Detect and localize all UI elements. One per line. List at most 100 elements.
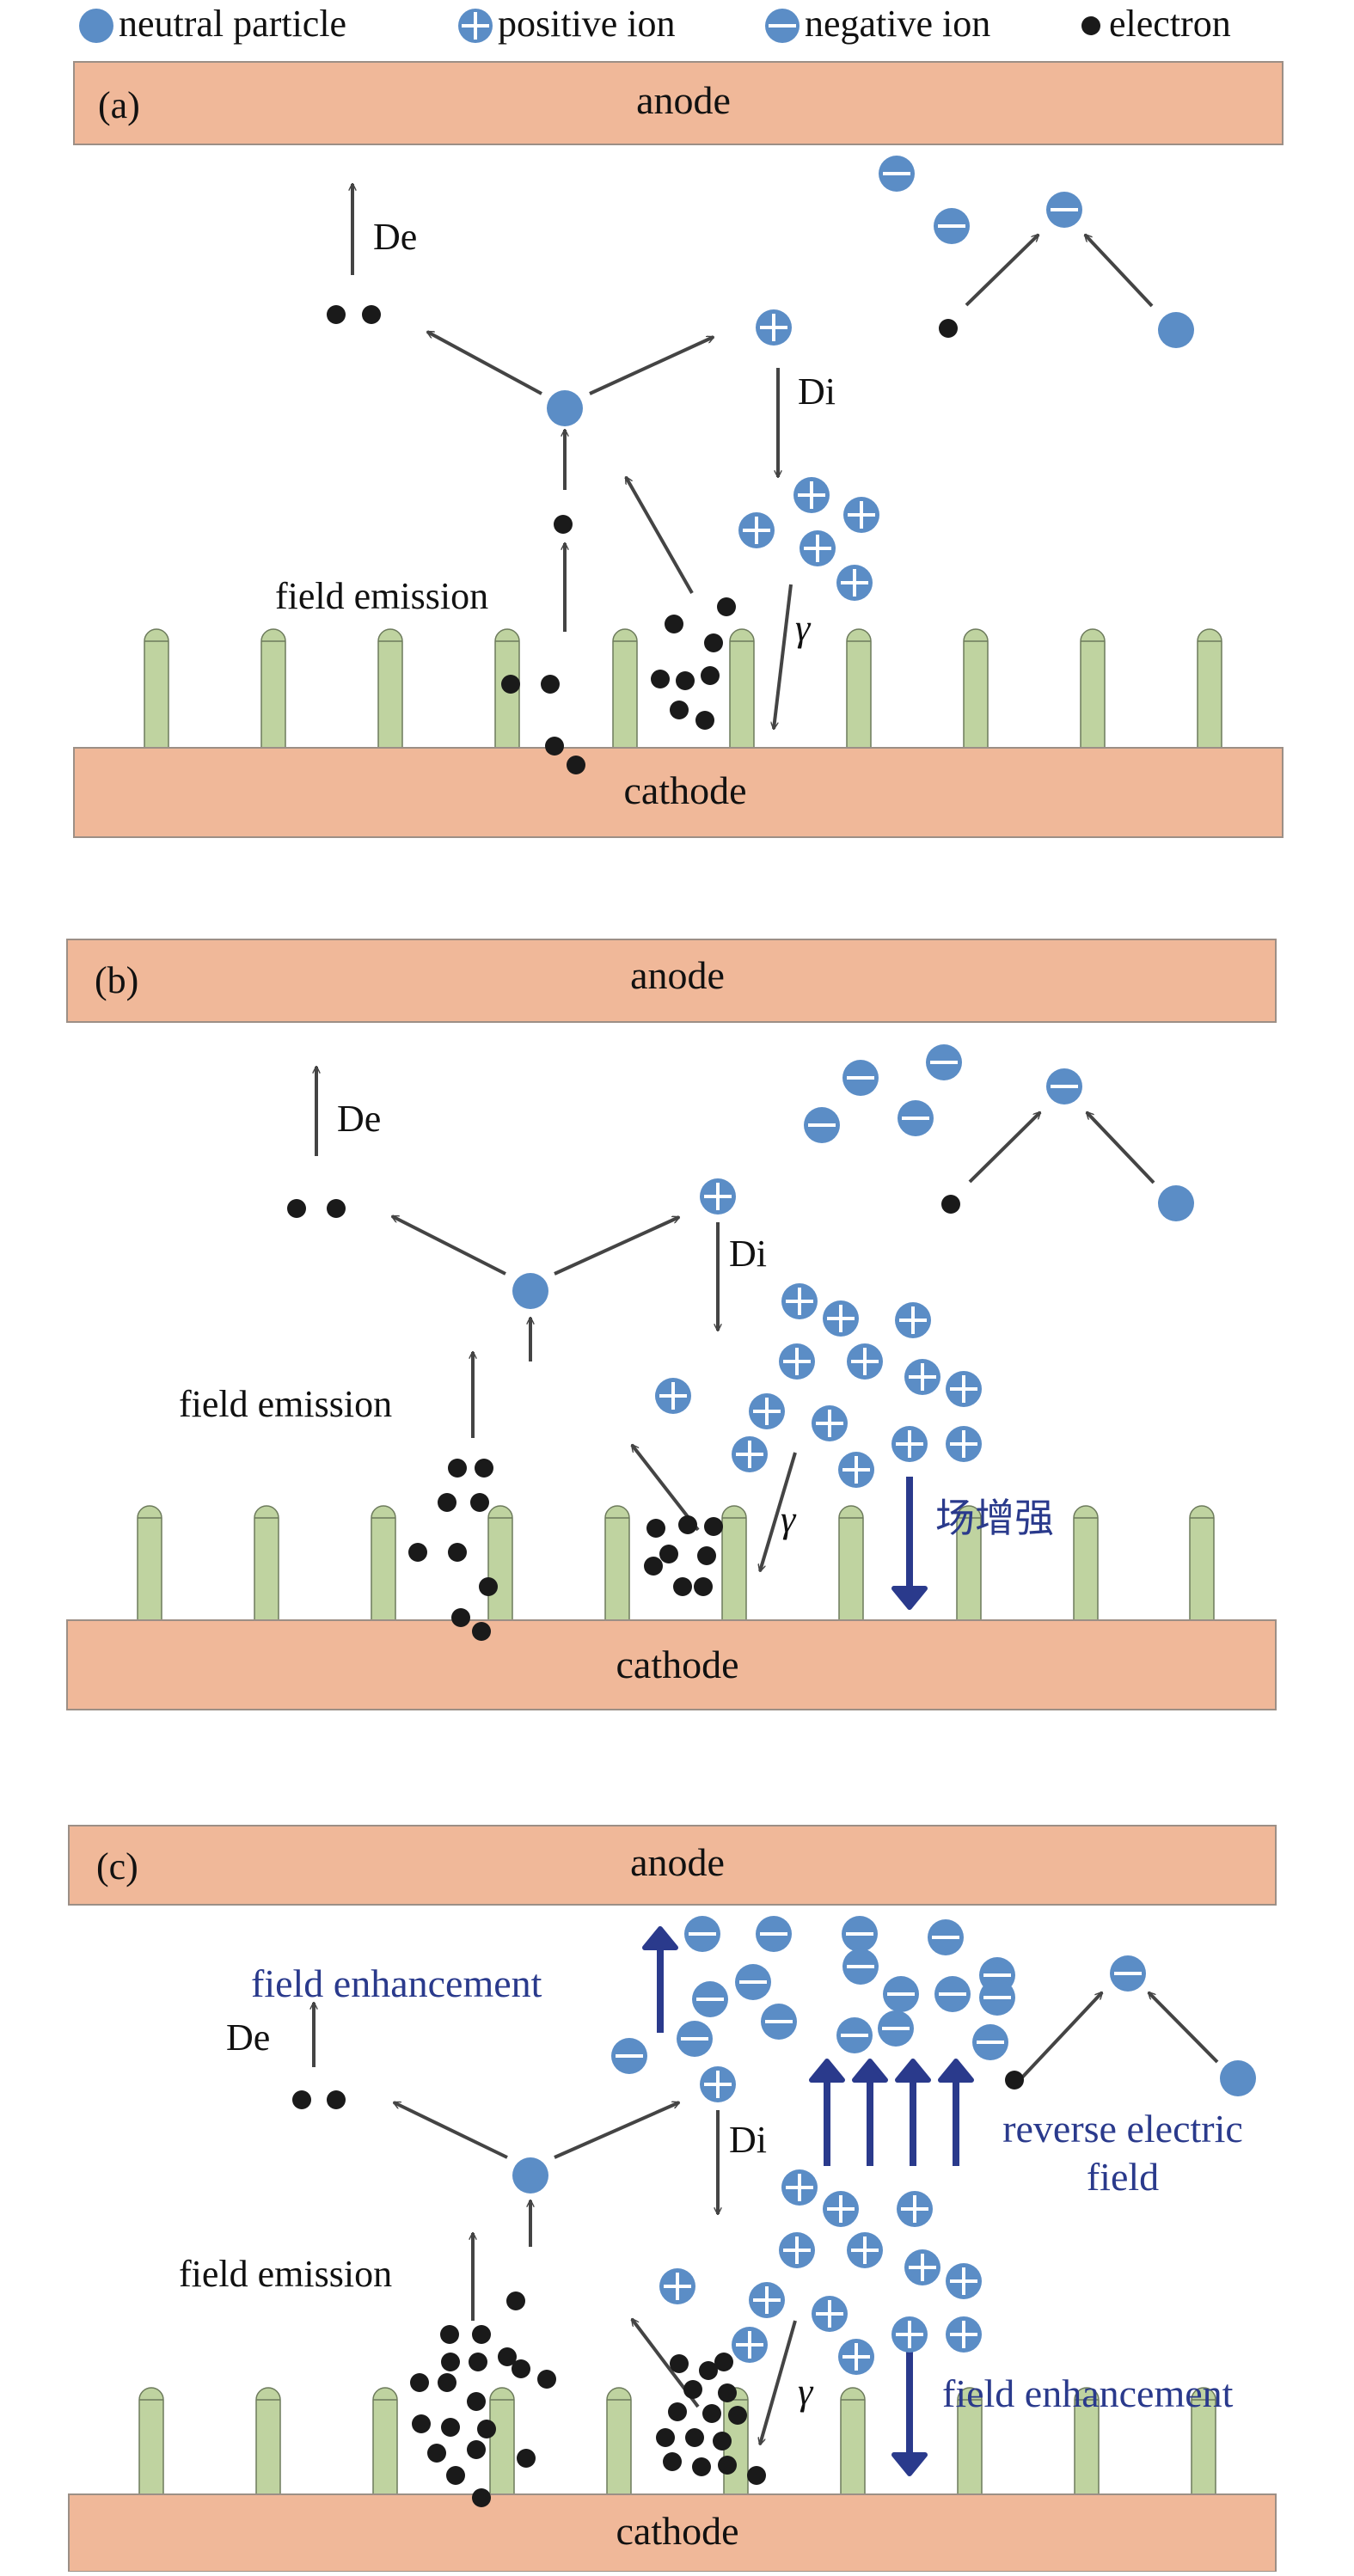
electron bbox=[697, 1546, 716, 1565]
positive-ion bbox=[895, 1302, 931, 1338]
electron bbox=[362, 305, 381, 324]
negative-ion bbox=[842, 1060, 879, 1096]
negative-ion bbox=[804, 1107, 840, 1143]
negative-ion bbox=[756, 1916, 792, 1952]
anode-electrode bbox=[68, 1825, 1277, 1906]
electron bbox=[501, 675, 520, 694]
negative-ion bbox=[1110, 1955, 1146, 1992]
electron bbox=[1005, 2071, 1024, 2090]
electron bbox=[412, 2414, 431, 2433]
electron bbox=[651, 670, 670, 688]
negative-ion bbox=[761, 2004, 797, 2040]
electron bbox=[498, 2347, 517, 2366]
cathode-electrode bbox=[73, 747, 1284, 838]
electron bbox=[685, 2428, 704, 2447]
emitter-tip bbox=[255, 2387, 281, 2495]
electron bbox=[663, 2452, 682, 2471]
negative-ion bbox=[934, 208, 970, 244]
neutral-to-right-arrow bbox=[554, 2101, 679, 2159]
electron bbox=[656, 2428, 675, 2447]
positive-ion bbox=[847, 2232, 883, 2268]
negative-ion bbox=[898, 1100, 934, 1136]
emitter-tip bbox=[721, 1505, 747, 1621]
emitter-tip bbox=[260, 628, 286, 749]
electron bbox=[541, 675, 560, 694]
electron bbox=[665, 615, 683, 633]
emitter-tip bbox=[137, 1505, 162, 1621]
electron-to-negative-arrow bbox=[968, 1112, 1040, 1184]
electron bbox=[472, 1622, 491, 1641]
negative-ion bbox=[878, 2010, 914, 2047]
anode-label: anode bbox=[630, 953, 725, 997]
positive-ion bbox=[904, 2249, 940, 2285]
positive-ion bbox=[946, 2263, 982, 2299]
electron bbox=[451, 1608, 470, 1627]
emitter-tip bbox=[846, 628, 872, 749]
field-enhancement-label: 场增强 bbox=[935, 1496, 1054, 1540]
emitter-tip bbox=[606, 2387, 632, 2495]
legend-positive-label: positive ion bbox=[498, 3, 676, 45]
positive-ion bbox=[843, 497, 879, 533]
emitter-tip bbox=[489, 2387, 515, 2495]
emitter-tip bbox=[144, 628, 169, 749]
gamma-label: γ bbox=[781, 1498, 797, 1540]
electron bbox=[438, 2373, 456, 2392]
electron bbox=[448, 1543, 467, 1562]
cathode-label: cathode bbox=[623, 768, 746, 812]
positive-ion bbox=[946, 1371, 982, 1407]
emitter-tip bbox=[963, 628, 989, 749]
emitter-tip bbox=[840, 2387, 866, 2495]
negative-ion bbox=[735, 1964, 771, 2000]
neutral-to-negative-arrow bbox=[1085, 235, 1154, 308]
positive-ion bbox=[812, 2296, 848, 2332]
negative-ion bbox=[1046, 192, 1082, 228]
emitter-tip bbox=[1080, 628, 1106, 749]
electron bbox=[728, 2406, 747, 2425]
electron bbox=[714, 2353, 733, 2371]
positive-ion bbox=[838, 1452, 874, 1488]
positive-ion bbox=[749, 1393, 785, 1429]
field-emission-label: field emission bbox=[179, 1383, 392, 1425]
negative-ion bbox=[934, 1976, 971, 2012]
electron bbox=[699, 2361, 718, 2380]
electron bbox=[702, 2404, 721, 2423]
field-enhancement-top-label: field enhancement bbox=[251, 1961, 542, 2005]
electron bbox=[646, 1519, 665, 1538]
positive-ion bbox=[836, 565, 873, 601]
emitter-tip bbox=[729, 628, 755, 749]
negative-ion bbox=[692, 1981, 728, 2017]
positive-ion bbox=[700, 1178, 736, 1215]
emitter-tip bbox=[372, 2387, 398, 2495]
panel-c: (c) anode cathode bbox=[68, 1825, 1277, 2573]
neutral-particle bbox=[1158, 312, 1194, 348]
panel-b: (b) anode cathode 场增强 De Di γ field emis… bbox=[66, 939, 1277, 1710]
cathode-label: cathode bbox=[616, 1643, 738, 1686]
negative-ion bbox=[883, 1976, 919, 2012]
panel-label: (c) bbox=[96, 1845, 138, 1888]
negative-ion bbox=[842, 1916, 878, 1952]
electron bbox=[718, 2456, 737, 2475]
emitter-tip bbox=[1073, 1505, 1099, 1621]
electron bbox=[475, 1459, 493, 1478]
arrows bbox=[352, 184, 1154, 729]
legend-neutral-icon bbox=[79, 9, 113, 43]
electron bbox=[441, 2418, 460, 2437]
panel-a: (a) anode cathode De Di γ field emission bbox=[73, 61, 1284, 838]
positive-ion bbox=[756, 309, 792, 346]
di-label: Di bbox=[798, 370, 836, 413]
anode-electrode bbox=[66, 939, 1277, 1023]
field-emission-label: field emission bbox=[275, 575, 488, 617]
positive-ion bbox=[659, 2268, 695, 2304]
electron bbox=[327, 1199, 346, 1218]
emitter-tip bbox=[604, 1505, 630, 1621]
electron bbox=[408, 1543, 427, 1562]
electron bbox=[694, 1577, 713, 1596]
electron bbox=[704, 633, 723, 652]
negative-ion bbox=[926, 1044, 962, 1080]
legend-positive-icon bbox=[458, 9, 493, 43]
positive-ion bbox=[838, 2339, 874, 2375]
electron bbox=[427, 2444, 446, 2463]
electron bbox=[713, 2432, 732, 2451]
electron bbox=[567, 756, 585, 774]
